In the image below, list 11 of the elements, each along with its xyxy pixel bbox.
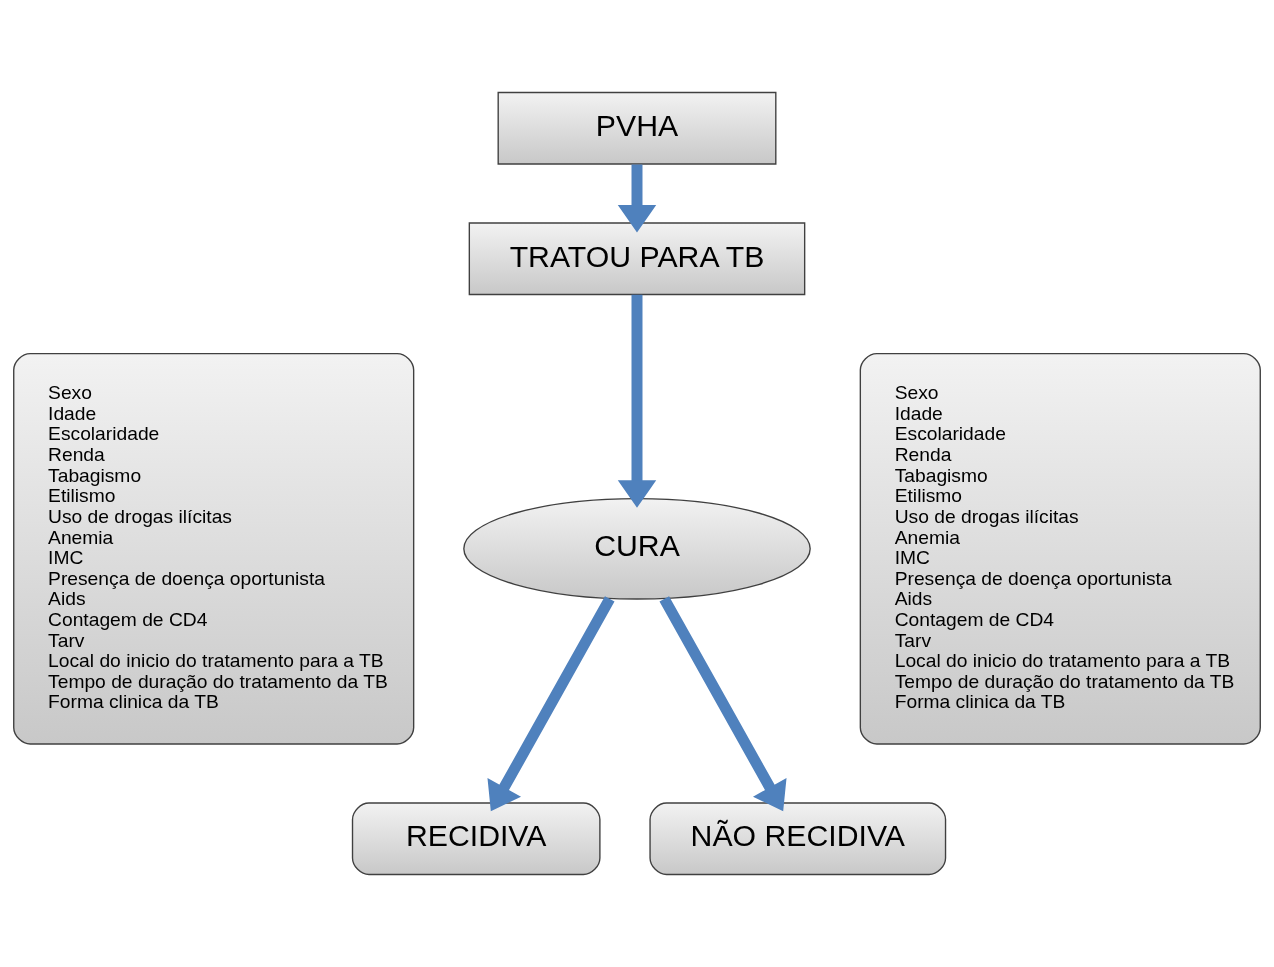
node-box: NÃO RECIDIVA <box>649 802 947 876</box>
arrow <box>617 294 657 508</box>
node-box: PVHA <box>497 91 777 165</box>
node-box: Sexo Idade Escolaridade Renda Tabagismo Etilismo Uso de drogas ilícitas Anemia IMC Presença de doença oportunista Aids Contagem de CD4 Tarv Local do inicio do tratamento para a TB Tempo de duração do tratamento da TB Forma clinica da TB <box>859 352 1261 745</box>
node-box: RECIDIVA <box>351 802 601 876</box>
node-ellipse: CURA <box>463 497 811 600</box>
node-box: TRATOU PARA TB <box>468 222 806 296</box>
node-box: Sexo Idade Escolaridade Renda Tabagismo Etilismo Uso de drogas ilícitas Anemia IMC Presença de doença oportunista Aids Contagem de CD4 Tarv Local do inicio do tratamento para a TB Tempo de duração do tratamento da TB Forma clinica da TB <box>13 352 415 745</box>
arrow <box>617 164 657 233</box>
arrow <box>487 596 615 812</box>
arrow <box>659 596 787 812</box>
